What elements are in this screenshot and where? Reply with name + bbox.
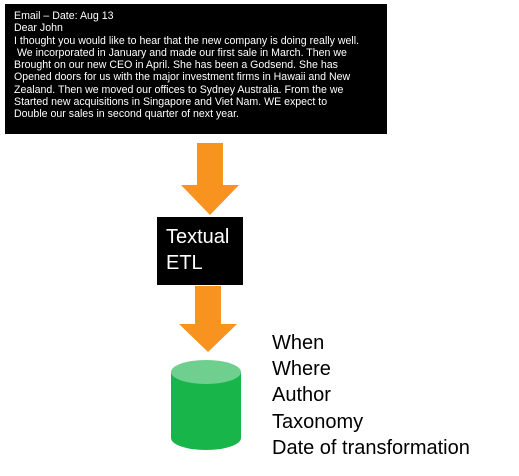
email-line: Double our sales in second quarter of ne… xyxy=(14,108,239,121)
email-line: Dear John xyxy=(14,22,63,35)
down-arrow-icon xyxy=(181,143,239,215)
email-line: Opened doors for us with the major inves… xyxy=(14,71,351,84)
email-line: Brought on our new CEO in April. She has… xyxy=(14,59,338,72)
attribute-item: Where xyxy=(272,358,331,381)
email-line: We incorporated in January and made our … xyxy=(14,46,347,59)
email-line: Started new acquisitions in Singapore an… xyxy=(14,96,328,109)
etl-label-line2: ETL xyxy=(166,252,203,274)
email-line: I thought you would like to hear that th… xyxy=(14,34,360,47)
email-line: Email – Date: Aug 13 xyxy=(14,10,114,22)
attribute-item: Taxonomy xyxy=(272,410,364,433)
attribute-item: Author xyxy=(272,384,331,407)
etl-label-line1: Textual xyxy=(166,226,230,248)
email-line: Zealand. Then we moved our offices to Sy… xyxy=(14,83,344,96)
metadata-attribute-list: When Where Author Taxonomy Date of trans… xyxy=(272,330,470,461)
textual-etl-box: Textual ETL xyxy=(157,217,243,285)
database-icon xyxy=(171,360,241,450)
attribute-item: Date of transformation xyxy=(272,436,470,459)
attribute-item: When xyxy=(272,332,325,354)
down-arrow-icon xyxy=(179,286,237,352)
email-text-box: Email – Date: Aug 13 Dear John I thought… xyxy=(5,4,387,134)
